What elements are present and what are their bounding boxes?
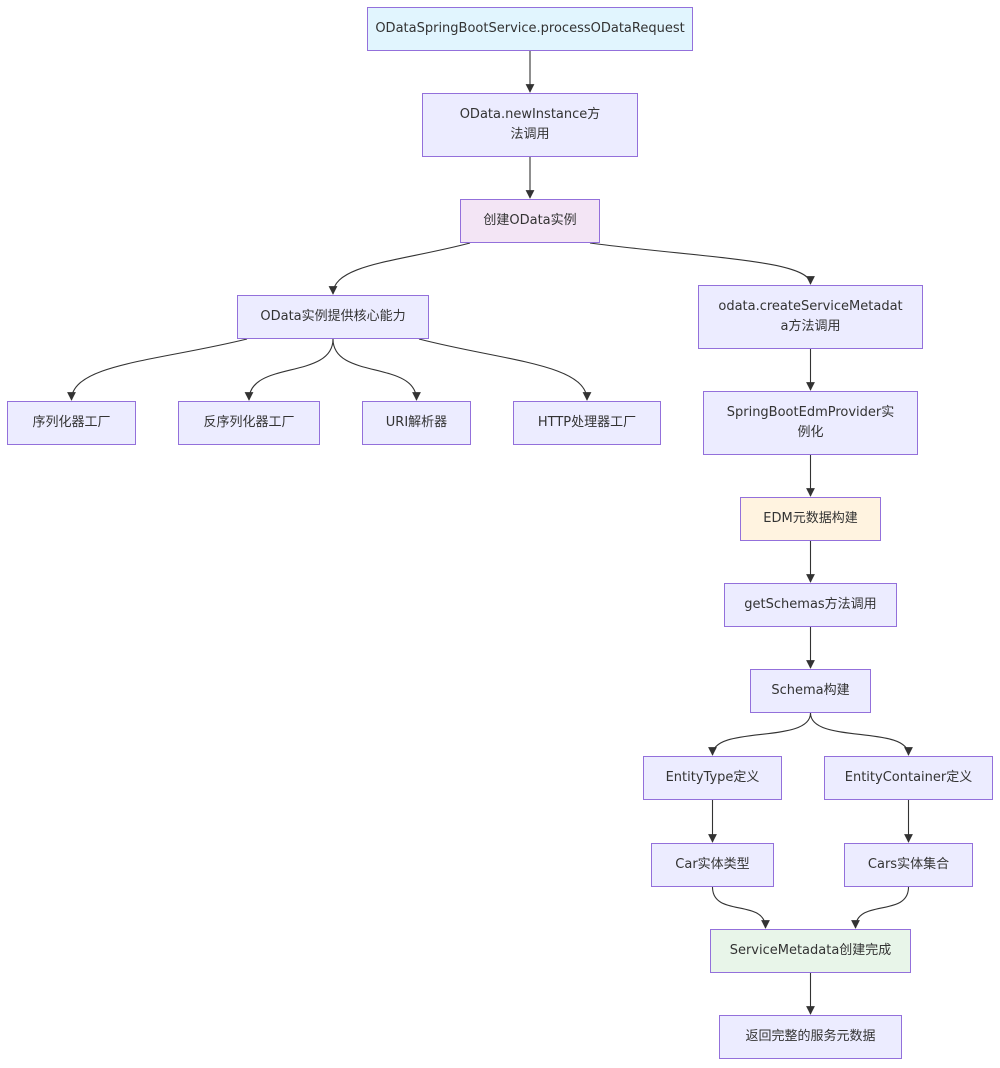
edge-coreCapabilities-to-httpHandlerFactory	[418, 338, 592, 401]
node-label: OData.newInstance方法调用	[459, 107, 601, 142]
node-serializer-factory: 序列化器工厂	[7, 401, 136, 445]
node-entity-container-definition: EntityContainer定义	[824, 756, 993, 800]
edge-coreCapabilities-to-deserializerFactory	[244, 338, 334, 401]
node-uri-parser: URI解析器	[362, 401, 471, 445]
node-label: Schema构建	[771, 683, 850, 698]
node-edm-metadata-build: EDM元数据构建	[740, 497, 881, 541]
node-label: getSchemas方法调用	[744, 597, 877, 612]
node-label: EDM元数据构建	[763, 511, 858, 526]
node-schema-build: Schema构建	[750, 669, 871, 713]
node-label: URI解析器	[385, 415, 448, 430]
node-label: 反序列化器工厂	[203, 415, 295, 430]
edge-coreCapabilities-to-uriParser	[332, 338, 421, 401]
node-label: 创建OData实例	[483, 213, 577, 228]
node-edm-provider-instantiation: SpringBootEdmProvider实例化	[703, 391, 918, 455]
node-label: EntityType定义	[665, 770, 760, 785]
node-label: Cars实体集合	[867, 857, 950, 872]
node-get-schemas: getSchemas方法调用	[724, 583, 897, 627]
node-start: ODataSpringBootService.processODataReque…	[367, 7, 693, 51]
node-label: 返回完整的服务元数据	[745, 1029, 876, 1044]
node-deserializer-factory: 反序列化器工厂	[178, 401, 320, 445]
node-label: 序列化器工厂	[32, 415, 111, 430]
node-create-odata-instance: 创建OData实例	[460, 199, 600, 243]
node-label: HTTP处理器工厂	[537, 415, 637, 430]
node-label: odata.createServiceMetadata方法调用	[718, 299, 903, 334]
edge-schemaBuild-to-entityType	[708, 712, 812, 756]
edge-schemaBuild-to-entityContainer	[809, 712, 913, 756]
node-entity-type-definition: EntityType定义	[643, 756, 782, 800]
edge-createOData-to-coreCapabilities	[328, 242, 471, 295]
edge-createOData-to-createServiceMetadata	[589, 242, 815, 285]
node-label: SpringBootEdmProvider实例化	[726, 405, 895, 440]
node-create-service-metadata: odata.createServiceMetadata方法调用	[698, 285, 923, 349]
node-core-capabilities: OData实例提供核心能力	[237, 295, 429, 339]
node-label: EntityContainer定义	[844, 770, 973, 785]
node-odata-new-instance: OData.newInstance方法调用	[422, 93, 638, 157]
node-label: Car实体类型	[675, 857, 750, 872]
node-http-handler-factory: HTTP处理器工厂	[513, 401, 661, 445]
node-service-metadata-done: ServiceMetadata创建完成	[710, 929, 911, 973]
node-label: ServiceMetadata创建完成	[729, 943, 892, 958]
edge-coreCapabilities-to-serializerFactory	[67, 338, 248, 401]
edge-carEntityType-to-metadataDone	[711, 886, 770, 929]
node-return-metadata: 返回完整的服务元数据	[719, 1015, 902, 1059]
edge-carsEntitySet-to-metadataDone	[851, 886, 910, 929]
node-cars-entity-set: Cars实体集合	[844, 843, 973, 887]
node-label: ODataSpringBootService.processODataReque…	[375, 21, 685, 36]
node-car-entity-type: Car实体类型	[651, 843, 774, 887]
node-label: OData实例提供核心能力	[260, 309, 406, 324]
